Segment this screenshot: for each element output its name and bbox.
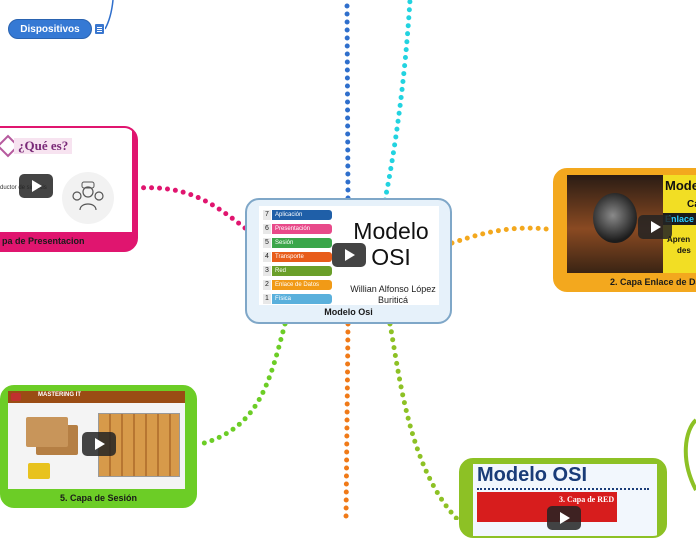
connector-up-cyan bbox=[382, 0, 413, 203]
osi-layer-label: Transporte bbox=[272, 252, 332, 262]
slide-title: ¿Qué es? bbox=[14, 138, 73, 154]
osi-layer-label: Sesión bbox=[272, 238, 332, 248]
central-caption: Modelo Osi bbox=[324, 307, 373, 317]
red-divider bbox=[477, 488, 649, 490]
osi-title: Modelo OSI bbox=[353, 218, 429, 270]
osi-layer-number: 7 bbox=[263, 210, 271, 220]
osi-author: Willian Alfonso López Buriticá bbox=[350, 284, 436, 305]
note-icon[interactable] bbox=[94, 23, 105, 35]
satellite-dish-icon bbox=[593, 193, 637, 243]
osi-layer-number: 2 bbox=[263, 280, 271, 290]
osi-layer-label: Física bbox=[272, 294, 332, 304]
osi-layer-label: Presentación bbox=[272, 224, 332, 234]
enlace-slide-text1: Apren bbox=[667, 235, 691, 244]
osi-layer-number: 4 bbox=[263, 252, 271, 262]
enlace-caption: 2. Capa Enlace de Dat bbox=[610, 277, 696, 287]
presentacion-caption: pa de Presentacion bbox=[2, 236, 85, 246]
osi-layer-number: 6 bbox=[263, 224, 271, 234]
osi-layer-number: 3 bbox=[263, 266, 271, 276]
connector-dispositivos bbox=[104, 0, 114, 30]
sesion-node[interactable]: MASTERING IT 5. Capa de Sesión bbox=[0, 385, 197, 508]
play-icon[interactable] bbox=[638, 215, 672, 239]
sesion-thumbnail: MASTERING IT bbox=[8, 391, 185, 489]
connector-right-green bbox=[683, 418, 696, 491]
enlace-slide-sub: Ca bbox=[687, 199, 696, 210]
connector-red bbox=[387, 321, 461, 520]
sesion-banner-text: MASTERING IT bbox=[38, 392, 81, 398]
enlace-thumbnail: Mode Ca Enlace Apren des bbox=[567, 175, 696, 273]
red-slide-sub: 3. Capa de RED bbox=[559, 495, 615, 504]
osi-layer-label: Red bbox=[272, 266, 332, 276]
connector-presentacion bbox=[135, 185, 248, 231]
dispositivos-node[interactable]: Dispositivos bbox=[8, 19, 92, 39]
red-slide-title: Modelo OSI bbox=[477, 464, 587, 486]
enlace-slide-text2: des bbox=[677, 246, 691, 255]
play-icon[interactable] bbox=[82, 432, 116, 456]
connector-sesion bbox=[194, 321, 288, 448]
sesion-caption: 5. Capa de Sesión bbox=[59, 493, 138, 503]
play-icon[interactable] bbox=[547, 506, 581, 530]
osi-layer-label: Enlace de Datos bbox=[272, 280, 332, 290]
connector-down-orange bbox=[343, 321, 351, 520]
boxes-icon bbox=[26, 417, 68, 447]
play-icon[interactable] bbox=[332, 243, 366, 267]
presentacion-thumbnail: ¿Qué es? ductor de sintaxis bbox=[0, 128, 132, 232]
record-icon bbox=[11, 393, 21, 401]
mind-map-connectors bbox=[104, 0, 696, 520]
play-icon[interactable] bbox=[19, 174, 53, 198]
enlace-slide-title: Mode bbox=[665, 178, 696, 193]
connector-enlace bbox=[449, 225, 557, 246]
osi-layer-number: 5 bbox=[263, 238, 271, 248]
people-icon bbox=[62, 172, 114, 224]
osi-layer-label: Aplicación bbox=[272, 210, 332, 220]
red-thumbnail: Modelo OSI 3. Capa de RED bbox=[473, 464, 657, 536]
connector-up-blue bbox=[344, 0, 351, 201]
enlace-node[interactable]: Mode Ca Enlace Apren des 2. Capa Enlace … bbox=[553, 168, 696, 292]
sesion-banner: MASTERING IT bbox=[8, 391, 185, 403]
osi-layer-number: 1 bbox=[263, 294, 271, 304]
red-node[interactable]: Modelo OSI 3. Capa de RED bbox=[459, 458, 667, 538]
presentacion-node[interactable]: ¿Qué es? ductor de sintaxis pa de Presen… bbox=[0, 126, 138, 252]
forklift-icon bbox=[28, 463, 50, 479]
